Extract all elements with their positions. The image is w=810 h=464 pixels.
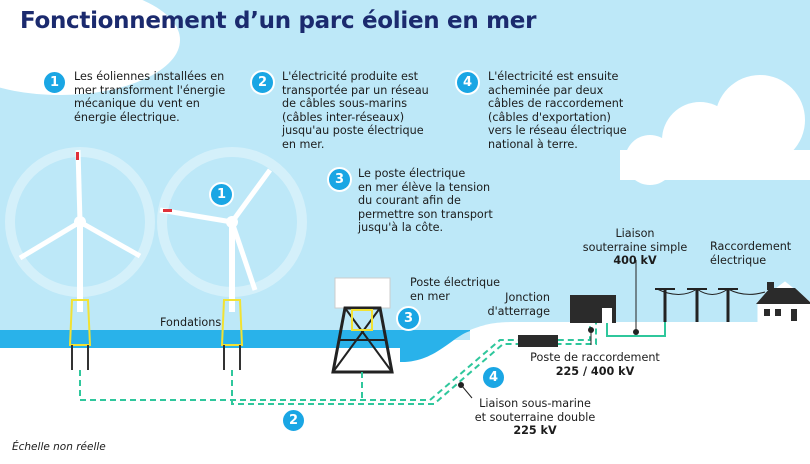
cables xyxy=(79,322,597,405)
label-poste-raccordement-kv: 225 / 400 kV xyxy=(555,365,635,378)
cloud-top-left xyxy=(0,0,180,95)
cable-badge-4: 4 xyxy=(481,365,506,390)
scale-note: Échelle non réelle xyxy=(12,441,106,453)
label-liaison-double: Liaison sous-marine et souterraine doubl… xyxy=(474,397,596,424)
turbine-badge-1: 1 xyxy=(209,182,234,207)
label-liaison-simple: Liaison souterraine simple xyxy=(582,227,688,254)
step-badge-4: 4 xyxy=(455,70,480,95)
step-4-text: L'électricité est ensuite acheminée par … xyxy=(488,70,627,151)
step-badge-2: 2 xyxy=(250,70,275,95)
cloud-right xyxy=(620,75,810,185)
power-lines xyxy=(655,288,766,322)
page-title: Fonctionnement d’un parc éolien en mer xyxy=(20,8,537,34)
offshore-substation xyxy=(331,277,394,374)
label-liaison-simple-kv: 400 kV xyxy=(613,254,657,267)
step-1-text: Les éoliennes installées en mer transfor… xyxy=(74,70,226,124)
step-2-text: L'électricité produite est transportée p… xyxy=(282,70,429,151)
label-jonction: Jonction d'atterrage xyxy=(487,291,550,318)
wind-turbine-1 xyxy=(5,147,155,370)
step-badge-1: 1 xyxy=(42,70,67,95)
label-raccordement: Raccordement électrique xyxy=(710,240,792,267)
substation-badge-3: 3 xyxy=(396,306,421,331)
landing-junction xyxy=(518,335,558,347)
step-badge-3: 3 xyxy=(327,167,352,192)
label-liaison-double-kv: 225 kV xyxy=(513,424,557,437)
label-poste-mer: Poste électrique en mer xyxy=(410,276,501,303)
cable-badge-2: 2 xyxy=(281,408,306,433)
label-fondations: Fondations xyxy=(160,316,222,329)
label-poste-raccordement: Poste de raccordement xyxy=(530,351,660,364)
house xyxy=(756,281,810,323)
step-3-text: Le poste électrique en mer élève la tens… xyxy=(358,167,493,234)
wind-turbine-2 xyxy=(157,147,307,370)
